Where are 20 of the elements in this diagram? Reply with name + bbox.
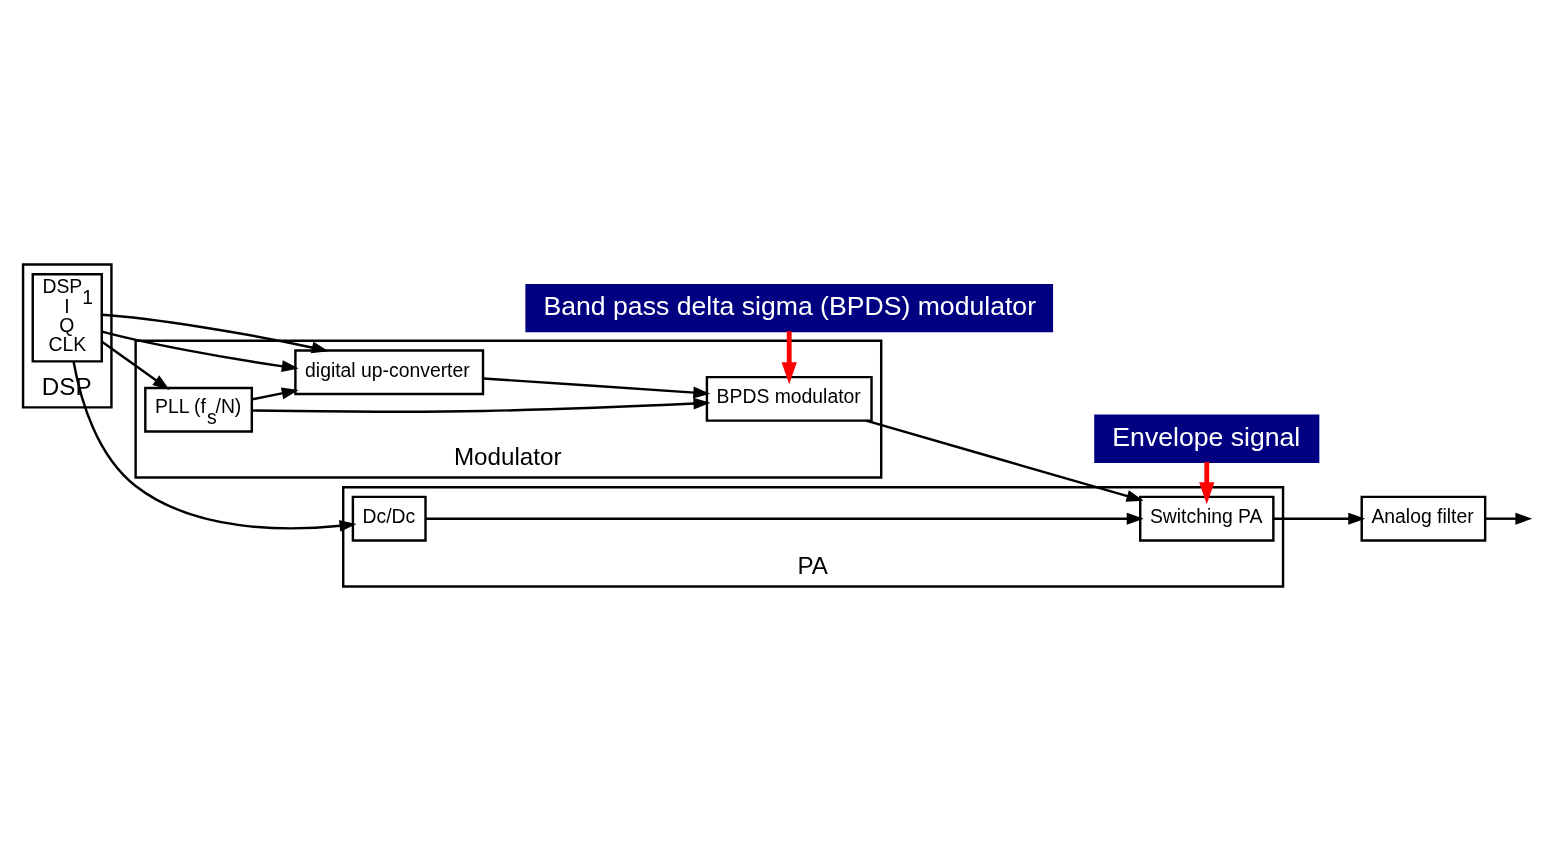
arrow (483, 376, 711, 398)
node-box: digital up-converter (294, 348, 485, 395)
node-box: Switching PA (1139, 495, 1275, 542)
arrow (1199, 461, 1215, 504)
arrow (781, 330, 797, 384)
node-box: BPDS modulator (705, 375, 873, 422)
arrow (865, 419, 1144, 502)
node-box: Dc/Dc (351, 495, 427, 542)
arrow (425, 512, 1144, 525)
arrow (251, 397, 711, 413)
arrow (251, 387, 299, 400)
node-box: Band pass delta sigma (BPDS) modulator (525, 283, 1054, 332)
node-box: Envelope signal (1094, 414, 1320, 463)
arrow (1273, 512, 1366, 525)
node-box: Analog filter (1360, 495, 1487, 542)
arrow (101, 330, 299, 372)
arrow (72, 361, 357, 532)
arrow (101, 340, 170, 390)
arrow (101, 313, 329, 353)
arrow (1485, 512, 1533, 525)
